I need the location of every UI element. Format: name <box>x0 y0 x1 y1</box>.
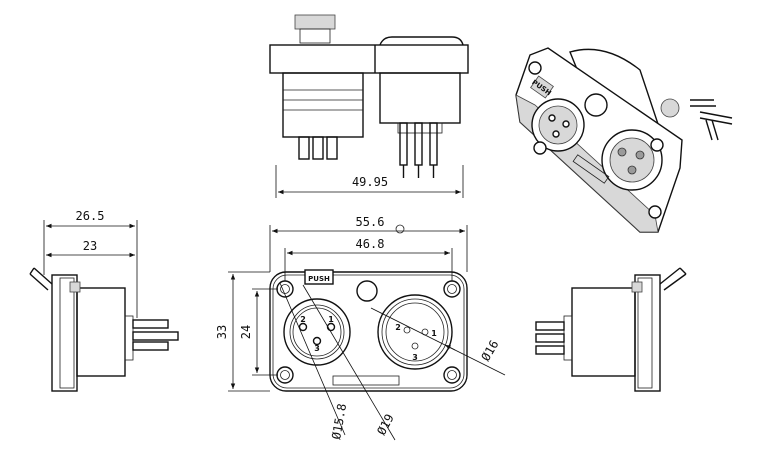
front-view: PUSH 2 1 3 2 1 3 Ø16 Ø15.8 Ø19 <box>215 215 506 441</box>
top-flange <box>269 44 469 74</box>
male-socket <box>377 294 453 370</box>
push-tab <box>304 269 334 285</box>
top-view: 49.95 <box>269 14 469 198</box>
dim-dia-male: Ø16 <box>478 338 501 364</box>
male-pin-label: 2 <box>395 323 401 332</box>
male-pin-label: 3 <box>412 353 418 362</box>
dim-dia-female-outer: Ø19 <box>374 412 397 438</box>
dim-front-hole-height: 24 <box>239 325 253 339</box>
right-side-view <box>535 267 687 392</box>
female-pin-label: 3 <box>314 344 320 353</box>
dim-side-inner: 23 <box>83 239 97 253</box>
isometric-view: PUSH <box>515 47 733 233</box>
male-pin-label: 1 <box>431 329 437 338</box>
female-pin-label: 2 <box>300 315 306 324</box>
dim-top-width: 49.95 <box>352 175 388 189</box>
push-label: PUSH <box>308 275 330 283</box>
female-socket <box>283 298 351 366</box>
front-flange <box>269 271 468 392</box>
dim-side-total: 26.5 <box>76 209 105 223</box>
female-pin-label: 1 <box>328 315 334 324</box>
dim-front-total: 55.6 <box>356 215 385 229</box>
dim-front-height: 33 <box>215 325 229 339</box>
latch-top <box>294 14 336 30</box>
left-side-view: 26.5 23 <box>29 209 179 392</box>
dim-dia-female-inner: Ø15.8 <box>329 403 349 441</box>
dim-front-holes: 46.8 <box>356 237 385 251</box>
